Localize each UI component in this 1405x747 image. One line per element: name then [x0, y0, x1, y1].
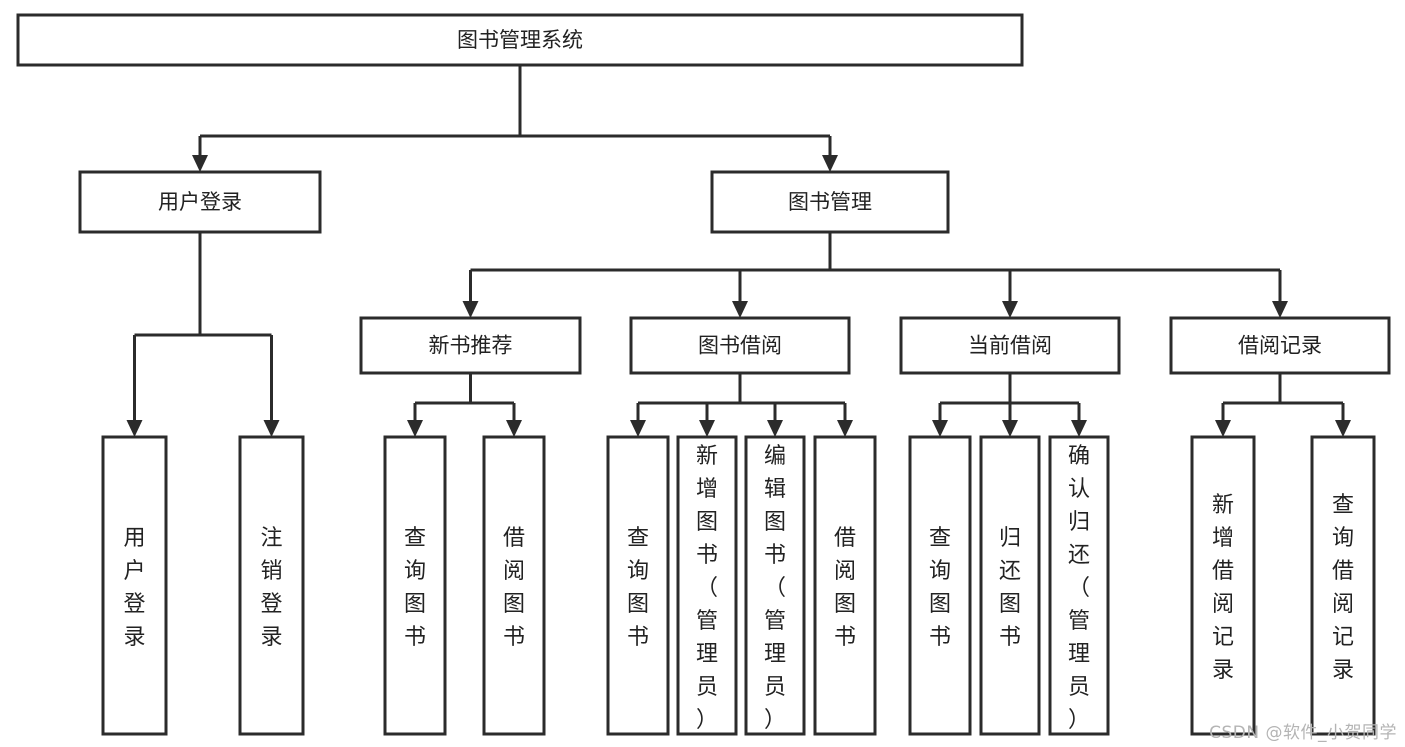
node-leaf-add-book-box[interactable]: [676, 435, 738, 736]
node-leaf-confirm-return-box[interactable]: [1048, 435, 1110, 736]
node-leaf-add-record-label: 新增借阅记录: [1212, 493, 1234, 683]
node-book-borrow[interactable]: 图书借阅: [629, 316, 851, 375]
node-leaf-user-login[interactable]: 用户登录: [101, 435, 168, 736]
node-leaf-edit-book-box[interactable]: [744, 435, 806, 736]
node-leaf-confirm-return-label: 确认归还（管理员）: [1068, 444, 1090, 733]
node-leaf-query-book-3-box[interactable]: [908, 435, 972, 736]
node-book-borrow-box[interactable]: [629, 316, 851, 375]
node-leaf-return-book[interactable]: 归还图书: [979, 435, 1041, 736]
node-leaf-return-book-label: 归还图书: [999, 526, 1021, 650]
edge-book-borrow-leaf-edit-book-arrowhead: [767, 420, 783, 437]
edge-bm-book-borrow-arrowhead: [732, 301, 748, 318]
node-leaf-query-book-3-label: 查询图书: [929, 526, 951, 650]
node-leaf-user-logout[interactable]: 注销登录: [238, 435, 305, 736]
node-leaf-add-record[interactable]: 新增借阅记录: [1190, 435, 1256, 736]
node-book-manage-box[interactable]: [710, 170, 950, 234]
node-borrow-record-box[interactable]: [1169, 316, 1391, 375]
node-user-login-label: 用户登录: [158, 190, 242, 214]
node-leaf-query-record-box[interactable]: [1310, 435, 1376, 736]
edge-book-borrow-leaf-add-book-arrowhead: [699, 420, 715, 437]
node-leaf-user-logout-label: 注销登录: [260, 526, 282, 650]
node-leaf-add-book-label: 新增图书（管理员）: [696, 444, 718, 733]
node-root-box[interactable]: [16, 13, 1024, 67]
node-book-borrow-label: 图书借阅: [698, 334, 782, 358]
node-leaf-query-book-2-box[interactable]: [606, 435, 670, 736]
edge-book-borrow-leaf-query-book-2-arrowhead: [630, 420, 646, 437]
edge-current-borrow-leaf-confirm-return-arrowhead: [1071, 420, 1087, 437]
node-root-label: 图书管理系统: [457, 28, 583, 52]
node-leaf-query-book-2-label: 查询图书: [627, 526, 649, 650]
node-new-book-rec-label: 新书推荐: [429, 334, 513, 358]
node-leaf-query-book-1-label: 查询图书: [404, 526, 426, 650]
node-leaf-borrow-book-1[interactable]: 借阅图书: [482, 435, 546, 736]
edge-root-book-manage-arrowhead: [822, 155, 838, 172]
node-leaf-borrow-book-2[interactable]: 借阅图书: [813, 435, 877, 736]
node-leaf-add-book[interactable]: 新增图书（管理员）: [676, 435, 738, 736]
edge-current-borrow-leaf-return-book-arrowhead: [1002, 420, 1018, 437]
node-leaf-confirm-return[interactable]: 确认归还（管理员）: [1048, 435, 1110, 736]
node-current-borrow[interactable]: 当前借阅: [899, 316, 1121, 375]
edge-borrow-record-leaf-add-record-arrowhead: [1215, 420, 1231, 437]
node-leaf-borrow-book-2-label: 借阅图书: [834, 526, 856, 650]
edges-layer: [126, 65, 1351, 437]
edge-bm-borrow-record-arrowhead: [1272, 301, 1288, 318]
edge-current-borrow-leaf-query-book-3-arrowhead: [932, 420, 948, 437]
node-leaf-edit-book[interactable]: 编辑图书（管理员）: [744, 435, 806, 736]
nodes-layer: 图书管理系统用户登录图书管理新书推荐图书借阅当前借阅借阅记录用户登录注销登录查询…: [16, 13, 1391, 736]
node-borrow-record-label: 借阅记录: [1238, 334, 1322, 358]
node-leaf-edit-book-label: 编辑图书（管理员）: [764, 444, 786, 733]
edge-root-user-login-arrowhead: [192, 155, 208, 172]
edge-ul-leaf-user-logout-arrowhead: [263, 420, 280, 437]
edge-new-book-rec-leaf-query-book-1-arrowhead: [407, 420, 423, 437]
node-leaf-add-record-box[interactable]: [1190, 435, 1256, 736]
edge-bm-current-borrow-arrowhead: [1002, 301, 1018, 318]
node-leaf-borrow-book-1-label: 借阅图书: [503, 526, 525, 650]
edge-ul-leaf-user-login-arrowhead: [126, 420, 143, 437]
node-leaf-return-book-box[interactable]: [979, 435, 1041, 736]
node-leaf-query-book-1-box[interactable]: [383, 435, 447, 736]
node-new-book-rec[interactable]: 新书推荐: [359, 316, 582, 375]
node-root[interactable]: 图书管理系统: [16, 13, 1024, 67]
edge-borrow-record-leaf-query-record-arrowhead: [1335, 420, 1351, 437]
node-book-manage[interactable]: 图书管理: [710, 170, 950, 234]
node-leaf-user-logout-box[interactable]: [238, 435, 305, 736]
node-leaf-query-record[interactable]: 查询借阅记录: [1310, 435, 1376, 736]
node-leaf-user-login-box[interactable]: [101, 435, 168, 736]
node-leaf-user-login-label: 用户登录: [123, 526, 145, 650]
node-current-borrow-box[interactable]: [899, 316, 1121, 375]
node-current-borrow-label: 当前借阅: [968, 334, 1052, 358]
node-leaf-borrow-book-1-box[interactable]: [482, 435, 546, 736]
node-leaf-query-book-3[interactable]: 查询图书: [908, 435, 972, 736]
edge-new-book-rec-leaf-borrow-book-1-arrowhead: [506, 420, 522, 437]
node-leaf-query-book-1[interactable]: 查询图书: [383, 435, 447, 736]
node-leaf-borrow-book-2-box[interactable]: [813, 435, 877, 736]
node-leaf-query-record-label: 查询借阅记录: [1332, 493, 1354, 683]
node-leaf-query-book-2[interactable]: 查询图书: [606, 435, 670, 736]
node-book-manage-label: 图书管理: [788, 190, 872, 214]
edge-bm-new-book-rec-arrowhead: [462, 301, 479, 318]
node-new-book-rec-box[interactable]: [359, 316, 582, 375]
node-borrow-record[interactable]: 借阅记录: [1169, 316, 1391, 375]
edge-book-borrow-leaf-borrow-book-2-arrowhead: [837, 420, 853, 437]
node-user-login[interactable]: 用户登录: [78, 170, 322, 234]
node-user-login-box[interactable]: [78, 170, 322, 234]
